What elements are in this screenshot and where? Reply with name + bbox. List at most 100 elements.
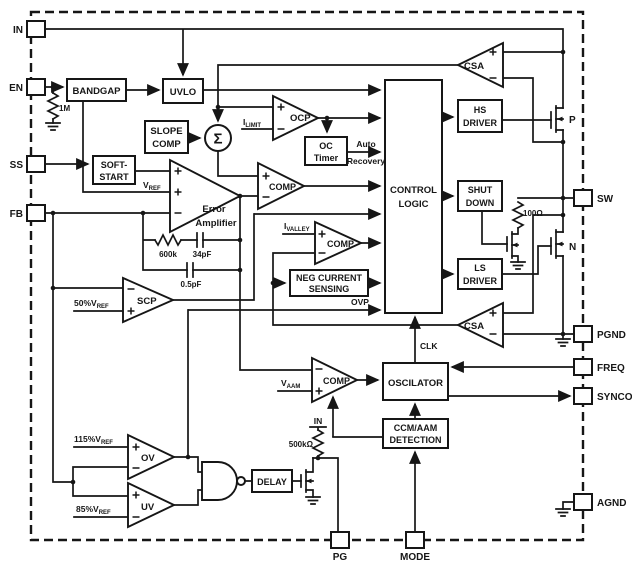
scp-label: SCP: [137, 296, 157, 307]
scp-comparator: [122, 276, 176, 324]
label-1m: 1M: [59, 104, 70, 113]
pins: IN EN SS FB SW PGND FREQ SYNCO AGND PG M…: [9, 20, 632, 563]
error-amp-label-2: Amplifier: [195, 218, 236, 229]
label-nfet: N: [569, 242, 576, 253]
label-in-tap: IN: [314, 416, 323, 426]
pin-synco-label: SYNCO: [597, 392, 632, 403]
summer-sigma: Σ: [213, 131, 222, 148]
block-ccm-label-1: CCM/AAM: [394, 423, 438, 433]
block-ls-label-1: LS: [474, 263, 486, 273]
label-clk: CLK: [420, 341, 438, 351]
pin-pg-label: PG: [333, 552, 348, 563]
block-soft-start: [92, 155, 136, 185]
summing-junction: [204, 124, 232, 152]
valley-signs: [318, 230, 326, 254]
pin-fb: [26, 204, 46, 222]
block-neg-label-2: SENSING: [309, 284, 350, 294]
block-hs-label-1: HS: [474, 105, 487, 115]
label-50pct-vref: 50%VREF: [74, 298, 109, 310]
junction-dots: [50, 49, 566, 485]
block-hs-label-2: DRIVER: [463, 118, 498, 128]
block-logic-label-1: CONTROL: [390, 185, 437, 196]
block-delay: [251, 469, 293, 493]
block-shut-down: [457, 180, 503, 212]
block-hs-driver: [457, 99, 503, 133]
resistor-100ohm: [511, 200, 525, 230]
scp-signs: [127, 288, 135, 315]
pin-freq: [573, 358, 593, 376]
nfet-lowside: [550, 229, 563, 259]
label-34pf: 34pF: [193, 250, 212, 259]
blocks: BANDGAP UVLO SLOPE COMP SOFT- START OC T…: [66, 78, 503, 493]
block-slope-label-2: COMP: [152, 139, 181, 150]
pin-en: [26, 78, 46, 96]
pin-mode-label: MODE: [400, 552, 430, 563]
uv-label: UV: [141, 502, 155, 513]
label-100ohm: 100Ω: [523, 209, 543, 218]
block-oc-timer: [304, 136, 348, 166]
wire: [44, 28, 575, 335]
valley-comparator: [314, 220, 364, 266]
aam-label: COMP: [323, 376, 350, 386]
label-85pct-vref: 85%VREF: [76, 504, 111, 516]
error-amplifier: [169, 158, 243, 234]
block-bandgap-label: BANDGAP: [72, 86, 121, 97]
pin-pgnd-label: PGND: [597, 330, 626, 341]
pin-sw-label: SW: [597, 194, 614, 205]
pfet-highside: [550, 105, 563, 133]
resistor-1m: [46, 91, 60, 121]
pin-in-label: IN: [13, 25, 23, 36]
label-05pf: 0.5pF: [181, 280, 202, 289]
nand-gate: [201, 461, 246, 501]
pin-freq-label: FREQ: [597, 363, 625, 374]
ov-label: OV: [141, 453, 155, 464]
chip-boundary: [29, 10, 585, 542]
pin-pgnd: [573, 325, 593, 343]
pin-mode: [405, 531, 425, 549]
capacitor-05pf: [186, 262, 194, 278]
block-octimer-label-1: OC: [319, 141, 333, 151]
label-pfet: P: [569, 115, 576, 126]
pwm-label: COMP: [269, 182, 296, 192]
block-slope-label-1: SLOPE: [150, 126, 182, 137]
ov-signs: [132, 443, 140, 469]
block-ls-label-2: DRIVER: [463, 276, 498, 286]
error-amp-signs: [174, 167, 182, 214]
block-shutdown-label-2: DOWN: [466, 198, 495, 208]
block-softstart-label-1: SOFT-: [101, 160, 128, 170]
label-v-ref: VREF: [143, 180, 161, 192]
wire: [305, 107, 564, 498]
label-600k: 600k: [159, 250, 177, 259]
label-ovp: OVP: [351, 297, 369, 307]
block-neg-label-1: NEG CURRENT: [296, 273, 363, 283]
block-oscillator: [382, 362, 449, 401]
label-115pct-vref: 115%VREF: [74, 434, 113, 446]
csa-hs-signs: [489, 48, 497, 79]
csa-ls-label: CSA: [464, 321, 484, 332]
label-v-aam: VAAM: [281, 378, 300, 390]
pin-fb-label: FB: [10, 209, 23, 220]
pwm-signs: [262, 172, 270, 198]
pin-sw: [573, 189, 593, 207]
labels: ILIMIT IVALLEY VREF VAAM 50%VREF 115%VRE…: [59, 104, 576, 516]
aam-signs: [315, 368, 323, 395]
nfet-pg-pulldown: [300, 469, 312, 493]
resistor-600k: [153, 233, 183, 247]
block-ccm-aam-detection: [382, 418, 449, 449]
block-control-logic: [384, 79, 443, 314]
pin-agnd-label: AGND: [597, 498, 626, 509]
label-i-limit: ILIMIT: [243, 117, 261, 129]
block-slope-comp: [144, 120, 189, 154]
ground-en: [45, 122, 61, 131]
pin-pg: [330, 531, 350, 549]
uv-comparator: [127, 481, 177, 529]
passives: [45, 91, 571, 517]
block-uvlo-label: UVLO: [170, 87, 196, 98]
ocp-signs: [277, 103, 285, 130]
csa-ls-signs: [489, 309, 497, 335]
csa-hs-amp: [455, 41, 504, 89]
valley-label: COMP: [327, 239, 354, 249]
nfet-sw-discharge: [506, 231, 518, 259]
